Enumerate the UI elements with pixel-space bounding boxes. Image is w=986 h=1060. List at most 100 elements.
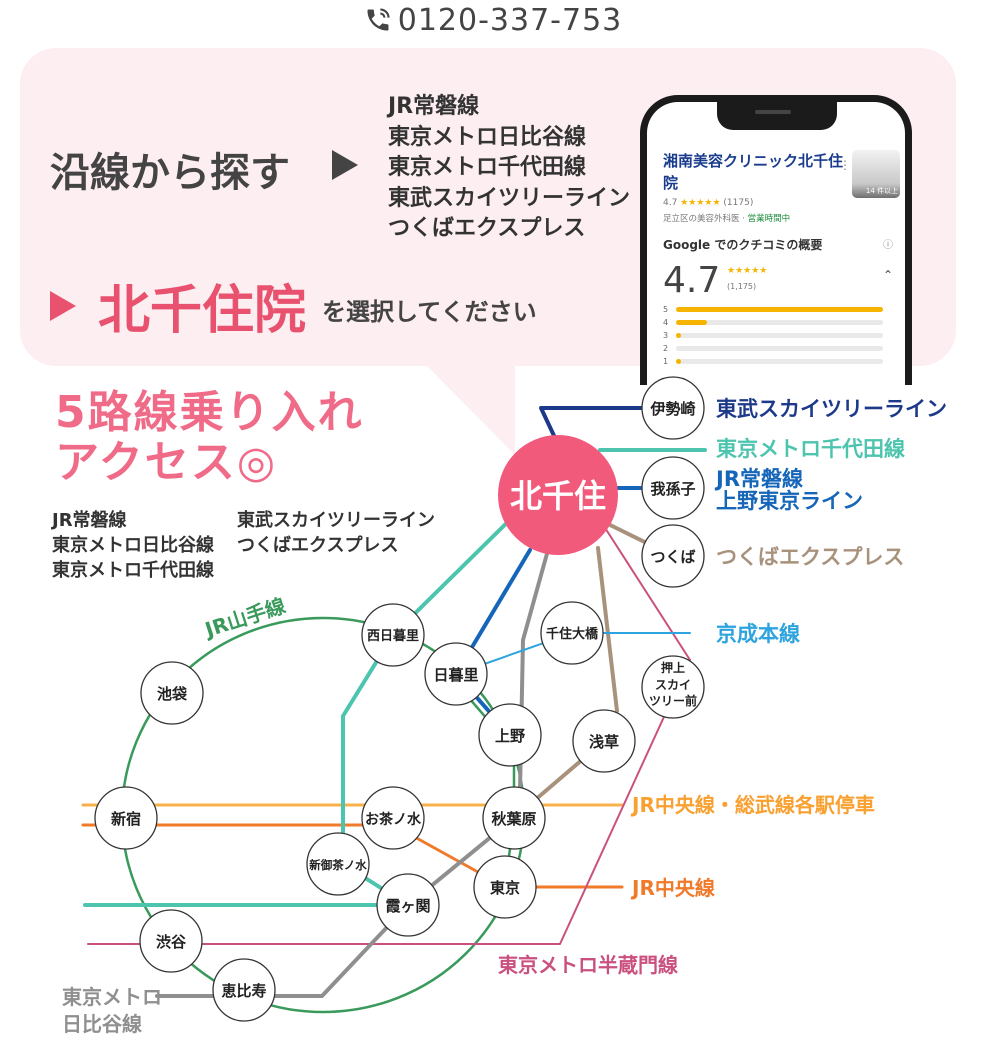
station-circle [94, 786, 158, 850]
instruction-text: を選択してください [322, 298, 537, 326]
line-hanzomon [87, 519, 691, 945]
rating-bar-label: 5 [663, 304, 669, 314]
station-circle [361, 786, 425, 850]
rating-value: 4.7 [663, 198, 678, 208]
station-oshiage: 押上 [661, 660, 685, 675]
station-circle [473, 855, 537, 919]
chevron-up-icon[interactable]: ⌃ [883, 268, 894, 282]
station-akihabara: 秋葉原 [491, 810, 536, 828]
listing-category: 足立区の美容外科医 · 営業時間中 [663, 212, 790, 224]
rating-bar-label: 3 [663, 330, 669, 340]
station-nippori: 日暮里 [433, 666, 478, 684]
label-hibiya: 東京メトロ [62, 985, 162, 1009]
station-isesaki: 伊勢崎 [649, 400, 695, 418]
station-circle [572, 709, 636, 773]
label-tsukuba-express: つくばエクスプレス [716, 545, 904, 569]
category-text: 足立区の美容外科医 · [663, 214, 748, 224]
rating-bar-track [676, 345, 883, 351]
station-ebisu: 恵比寿 [221, 982, 266, 1000]
review-count: (1,175) [727, 282, 757, 291]
access-heading-line: 5路線乗り入れ [55, 387, 364, 438]
line-tobu [539, 406, 675, 442]
star-icons: ★★★★★ [727, 266, 768, 276]
rating-bar-row: 5 [663, 304, 883, 314]
review-count: (1175) [723, 198, 754, 208]
rating-bar-label: 4 [663, 317, 669, 327]
phone-notch [717, 102, 837, 130]
station-asakusa: 浅草 [589, 733, 619, 751]
station-circle [482, 786, 546, 850]
station-shin-ochanomizu: 新御茶ノ水 [309, 858, 367, 872]
line-chiyoda [83, 448, 707, 907]
access-heading-line: アクセス◎ [55, 437, 278, 488]
station-circle [376, 873, 440, 937]
station-tsukuba: つくば [650, 548, 695, 566]
station-ueno: 上野 [495, 727, 525, 745]
star-icons: ★★★★★ [680, 198, 721, 208]
access-line: 東京メトロ千代田線 [52, 560, 214, 581]
station-circle [641, 655, 705, 719]
access-line: 東武スカイツリーライン [237, 510, 435, 531]
line-item[interactable]: 東京メトロ日比谷線 [388, 124, 587, 150]
open-status: 営業時間中 [747, 214, 791, 224]
station-senju-ohashi: 千住大橋 [546, 626, 599, 642]
station-nishinippori: 西日暮里 [367, 628, 419, 644]
access-heading: 5路線乗り入れ アクセス◎ [55, 388, 364, 488]
listing-rating: 4.7 ★★★★★ (1175) [663, 198, 753, 208]
review-summary-heading: Google でのクチコミの概要 [663, 238, 823, 252]
info-icon: ⓘ [883, 240, 893, 251]
more-icon: ⋮ [839, 158, 851, 172]
station-circle [641, 376, 705, 440]
rating-bar-row: 2 [663, 343, 883, 353]
label-ueno-tokyo-line: 上野東京ライン [716, 489, 863, 513]
station-circle [361, 603, 425, 667]
select-clinic-instruction: 北千住院 を選択してください [50, 268, 537, 343]
rating-bar-fill [676, 332, 682, 338]
arrow-right-icon [332, 150, 358, 180]
label-chiyoda: 東京メトロ千代田線 [716, 437, 905, 461]
search-by-line-heading: 沿線から探す [50, 150, 290, 196]
station-oshiage: スカイ [655, 678, 691, 692]
access-line-list: JR常磐線 東武スカイツリーライン 東京メトロ日比谷線 つくばエクスプレス 東京… [52, 508, 457, 583]
big-rating: 4.7 [663, 260, 721, 301]
listing-title: 湘南美容クリニック北千住院 [663, 152, 844, 192]
station-ikebukuro: 池袋 [157, 685, 188, 703]
station-circle [424, 642, 488, 706]
station-circle [540, 601, 604, 665]
phone-number-row[interactable]: 0120-337-753 [0, 0, 986, 40]
phone-number: 0120-337-753 [397, 2, 623, 38]
label-hibiya: 日比谷線 [62, 1012, 142, 1036]
station-circle [212, 958, 276, 1022]
rating-bar-row: 4 [663, 317, 883, 327]
station-circle [641, 524, 705, 588]
phone-icon [367, 8, 390, 31]
arrow-right-icon [50, 290, 76, 321]
station-circle [139, 909, 203, 973]
access-line: 東京メトロ日比谷線 [52, 535, 214, 556]
rating-bar-track [676, 332, 883, 338]
rating-bar-row: 3 [663, 330, 883, 340]
rating-bar-label: 2 [663, 343, 669, 353]
clinic-name: 北千住院 [98, 281, 307, 341]
line-item[interactable]: JR常磐線 [388, 94, 480, 119]
line-item[interactable]: 東武スカイツリーライン [388, 185, 631, 211]
rating-bar-row: 1 [663, 356, 883, 366]
rating-bar-fill [676, 306, 883, 312]
station-abiko: 我孫子 [650, 480, 695, 498]
hub-station-kitasenju [498, 435, 618, 555]
label-chuo: JR中央線 [630, 876, 715, 900]
hub-label: 北千住 [510, 477, 606, 515]
line-item[interactable]: つくばエクスプレス [388, 216, 586, 241]
line-item[interactable]: 東京メトロ千代田線 [388, 155, 587, 180]
speaker [755, 110, 791, 114]
label-tobu: 東武スカイツリーライン [716, 397, 947, 421]
label-joban: JR常磐線 [714, 467, 803, 491]
rating-bar-track [676, 358, 883, 364]
search-line-list: JR常磐線 東京メトロ日比谷線 東京メトロ千代田線 東武スカイツリーライン つく… [388, 92, 630, 245]
rating-bar-label: 1 [663, 356, 669, 366]
access-line: つくばエクスプレス [237, 535, 399, 556]
station-circle [478, 703, 542, 767]
station-oshiage: ツリー前 [649, 693, 697, 708]
station-circle [641, 456, 705, 520]
